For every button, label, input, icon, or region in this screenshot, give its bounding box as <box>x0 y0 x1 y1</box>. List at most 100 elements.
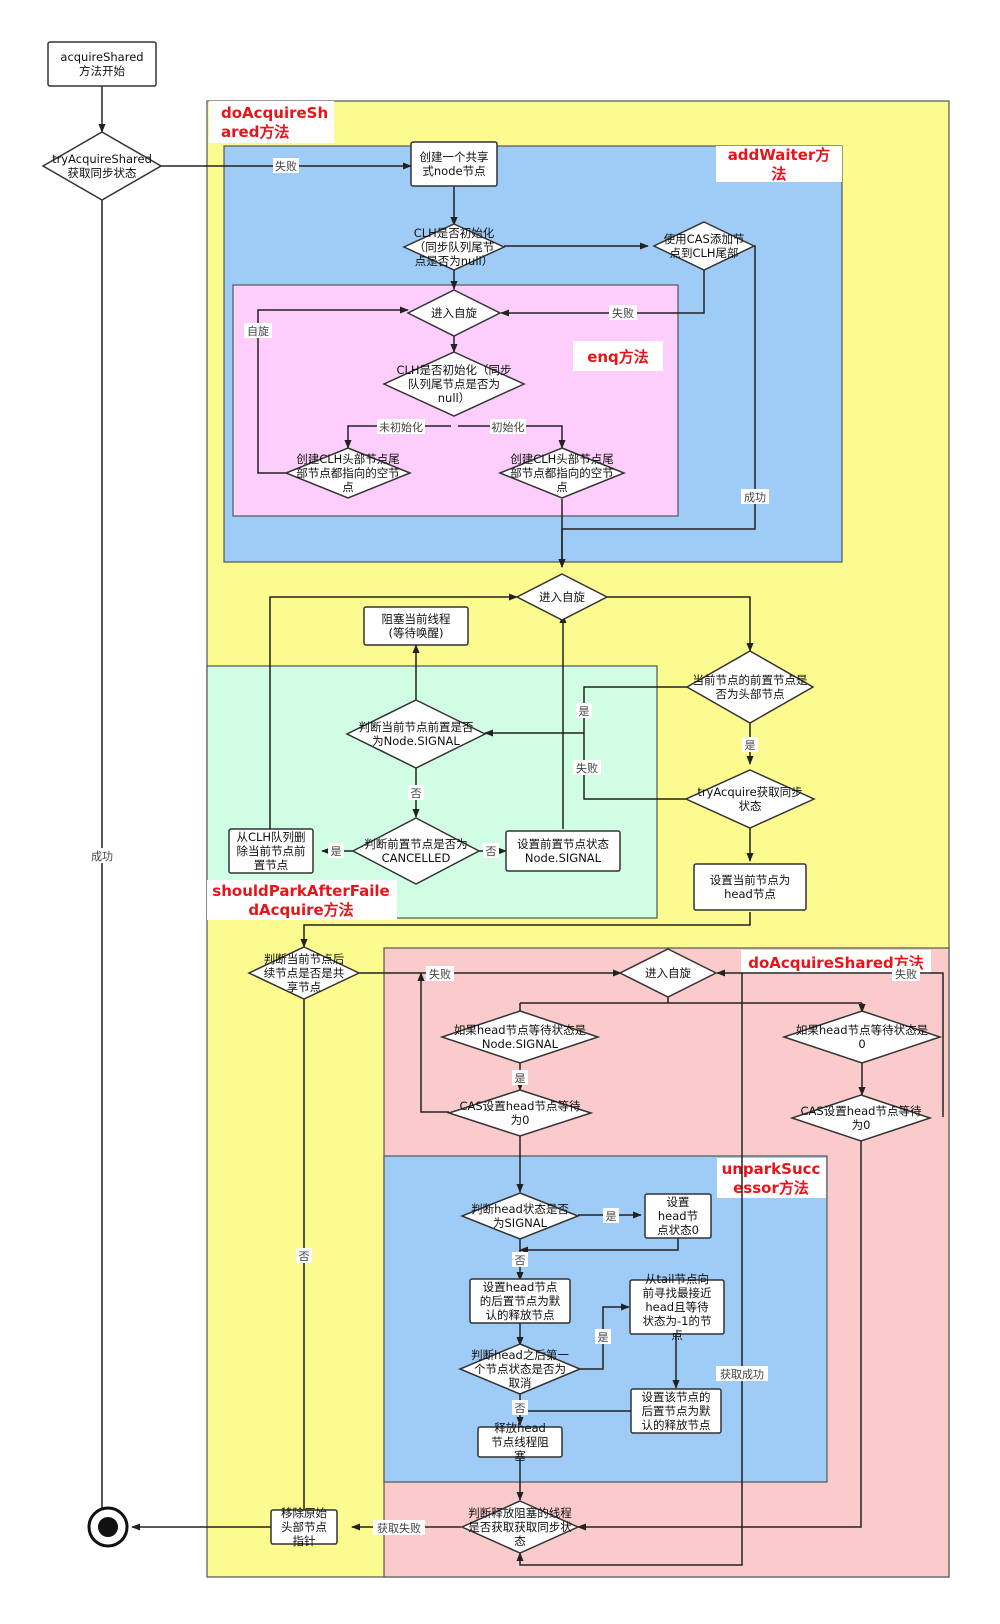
node-shape <box>477 1426 563 1458</box>
node-label-line: 的后置节点为默 <box>480 1294 561 1308</box>
node-label-line: 是否获取获取同步状 <box>468 1520 572 1534</box>
node-label-line: 认的释放节点 <box>642 1418 711 1432</box>
end-node <box>87 1506 129 1548</box>
node-shape <box>469 1278 571 1324</box>
node-shape <box>458 1343 582 1395</box>
node-label: 创建CLH头部节点尾部节点都指向的空节点 <box>296 452 400 494</box>
node-label-line: null） <box>438 391 470 405</box>
node-label-line: 部节点都指向的空节 <box>510 466 614 480</box>
node-label-line: head节点 <box>724 887 776 901</box>
region-unpark-successor <box>383 1155 828 1483</box>
node-label-line: 状态 <box>739 799 762 813</box>
node-label-line: 判断当前节点后 <box>264 952 345 966</box>
node-label-line: 为Node.SIGNAL <box>372 734 460 748</box>
node-label: 设置该节点的后置节点为默认的释放节点 <box>642 1390 711 1432</box>
edge-label-success: 成功 <box>91 850 113 863</box>
node-label-line: 置节点 <box>254 858 289 872</box>
node-shape <box>47 41 157 87</box>
node-label: 判断当前节点后续节点是否是共享节点 <box>264 952 345 994</box>
node-label-line: CAS设置head节点等待 <box>460 1099 581 1113</box>
node-label-line: 当前节点的前置节点是 <box>693 673 808 687</box>
node-label-line: 为SIGNAL <box>493 1216 548 1230</box>
node-label-line: 享节点 <box>287 980 322 994</box>
edge-label-fail: 失败 <box>275 159 297 173</box>
node-label: 进入自旋 <box>645 966 691 980</box>
node-label-line: 式node节点 <box>422 164 485 178</box>
node-label-line: 创建CLH头部节点尾 <box>296 452 400 466</box>
edge-label-no: 否 <box>411 787 422 800</box>
edge-label-fail: 失败 <box>576 761 598 775</box>
node-shape <box>515 573 609 621</box>
edge-label-success: 成功 <box>744 491 766 504</box>
node-shape <box>228 828 314 874</box>
node-label-line: 节点线程阻 <box>491 1435 549 1449</box>
node-label-line: 如果head节点等待状态是 <box>454 1023 587 1037</box>
node-label-line: 0 <box>858 1037 865 1051</box>
node-label-line: tryAcquire获取同步 <box>697 785 802 799</box>
node-shape <box>693 863 807 911</box>
node-shape <box>684 769 816 829</box>
node-shape <box>382 351 526 417</box>
node-shape <box>247 946 361 1000</box>
node-label-line: CAS设置head节点等待 <box>801 1104 922 1118</box>
create-shared-node: 创建一个共享式node节点 <box>410 141 498 187</box>
node-shape <box>363 606 469 646</box>
node-label-line: 判断head之后第一 <box>471 1348 569 1362</box>
node-label: 创建CLH头部节点尾部节点都指向的空节点 <box>510 452 614 494</box>
node-shape <box>446 1089 594 1137</box>
edge-label-no: 否 <box>515 1254 526 1267</box>
cas-add-tail-decision: 使用CAS添加节点到CLH尾部 <box>652 221 756 271</box>
node-label-line: 前寻找最接近 <box>643 1286 712 1300</box>
edge-label-no: 否 <box>299 1250 310 1263</box>
node-label-line: 从tail节点向 <box>645 1272 709 1286</box>
set-default-release-node: 设置head节点的后置节点为默认的释放节点 <box>469 1278 571 1324</box>
node-label: CAS设置head节点等待为0 <box>801 1104 922 1132</box>
node-label-line: 除当前节点前 <box>237 844 306 858</box>
node-shape <box>789 1094 933 1142</box>
node-label-line: 取消 <box>509 1376 532 1390</box>
node-label-line: 部节点都指向的空节 <box>296 466 400 480</box>
set-found-release-node: 设置该节点的后置节点为默认的释放节点 <box>630 1388 722 1434</box>
region-title-enq: enq方法 <box>587 348 649 366</box>
node-label-line: 为0 <box>852 1118 871 1132</box>
clh-initialized-decision: CLH是否初始化（同步队列尾节点是否为null） <box>402 223 506 271</box>
node-label-line: Node.SIGNAL <box>525 851 602 865</box>
node-label-line: 判断释放阻塞的线程 <box>468 1506 572 1520</box>
region-title-release-shared: doAcquireShared方法 <box>748 954 924 972</box>
node-label-line: Node.SIGNAL <box>482 1037 559 1051</box>
node-label-line: 点是否为null） <box>415 254 493 268</box>
node-shape <box>270 1509 338 1545</box>
node-label-line: CLH是否初始化（同步 <box>396 363 511 377</box>
node-label-line: 点 <box>556 480 568 494</box>
node-label: 设置head节点的后置节点为默认的释放节点 <box>480 1280 561 1322</box>
release-spin-decision: 进入自旋 <box>618 948 718 998</box>
node-label: 使用CAS添加节点到CLH尾部 <box>664 232 745 260</box>
node-label-line: 判断head状态是否 <box>471 1202 569 1216</box>
node-label: CAS设置head节点等待为0 <box>460 1099 581 1127</box>
node-shape <box>402 223 506 271</box>
node-shape <box>439 1010 601 1064</box>
remove-prev-node: 从CLH队列删除当前节点前置节点 <box>228 828 314 874</box>
edge-label-not-inited: 未初始化 <box>379 420 423 434</box>
node-shape <box>351 817 481 885</box>
node-label-line: CANCELLED <box>382 851 451 865</box>
node-label: 进入自旋 <box>431 306 477 320</box>
node-shape <box>685 650 815 724</box>
node-label-line: 续节点是否是共 <box>264 966 345 980</box>
node-label-line: 移除原始 <box>281 1506 327 1520</box>
try-acquire-decision: tryAcquire获取同步状态 <box>684 769 816 829</box>
edge-label-acquire-success: 获取成功 <box>720 1368 764 1381</box>
node-label: 判断当前节点前置是否为Node.SIGNAL <box>359 720 474 748</box>
node-label-line: （同步队列尾节 <box>414 240 495 254</box>
node-label-line: 使用CAS添加节 <box>664 232 745 246</box>
node-label: 从CLH队列删除当前节点前置节点 <box>236 830 305 872</box>
node-label-line: 判断前置节点是否为 <box>364 837 468 851</box>
edge-label-no: 否 <box>515 1402 526 1415</box>
